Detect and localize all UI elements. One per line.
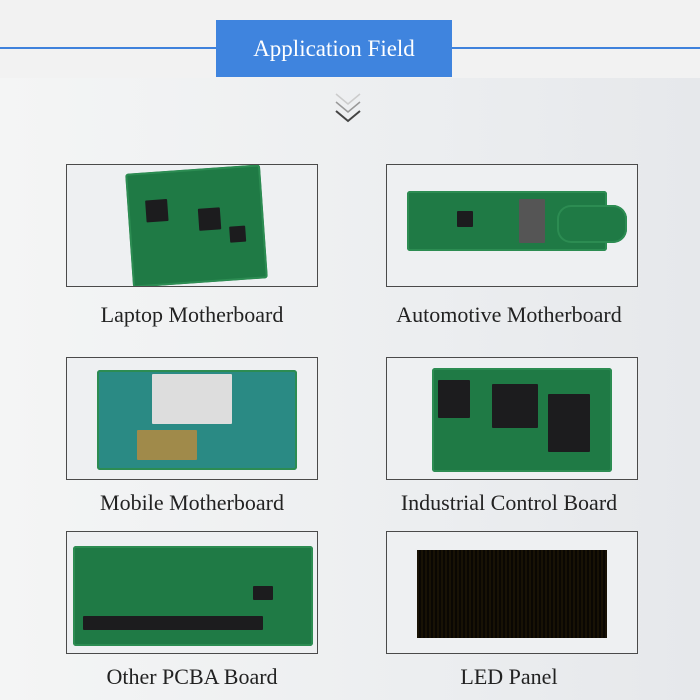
section-title: Application Field — [216, 20, 452, 77]
card-label: Other PCBA Board — [106, 664, 278, 689]
automotive-motherboard-image[interactable] — [386, 164, 638, 287]
card-label: Industrial Control Board — [400, 490, 618, 515]
card-label: Automotive Motherboard — [396, 302, 622, 327]
led-panel-image[interactable] — [386, 531, 638, 654]
chevron-down-icon — [335, 93, 361, 123]
other-pcba-board-image[interactable] — [66, 531, 318, 654]
card-label: Mobile Motherboard — [100, 490, 284, 515]
divider-left — [0, 47, 216, 49]
divider-right — [452, 47, 700, 49]
card-label: Laptop Motherboard — [100, 302, 284, 327]
mobile-motherboard-image[interactable] — [66, 357, 318, 480]
card-label: LED Panel — [460, 664, 558, 689]
laptop-motherboard-image[interactable] — [66, 164, 318, 287]
industrial-control-board-image[interactable] — [386, 357, 638, 480]
